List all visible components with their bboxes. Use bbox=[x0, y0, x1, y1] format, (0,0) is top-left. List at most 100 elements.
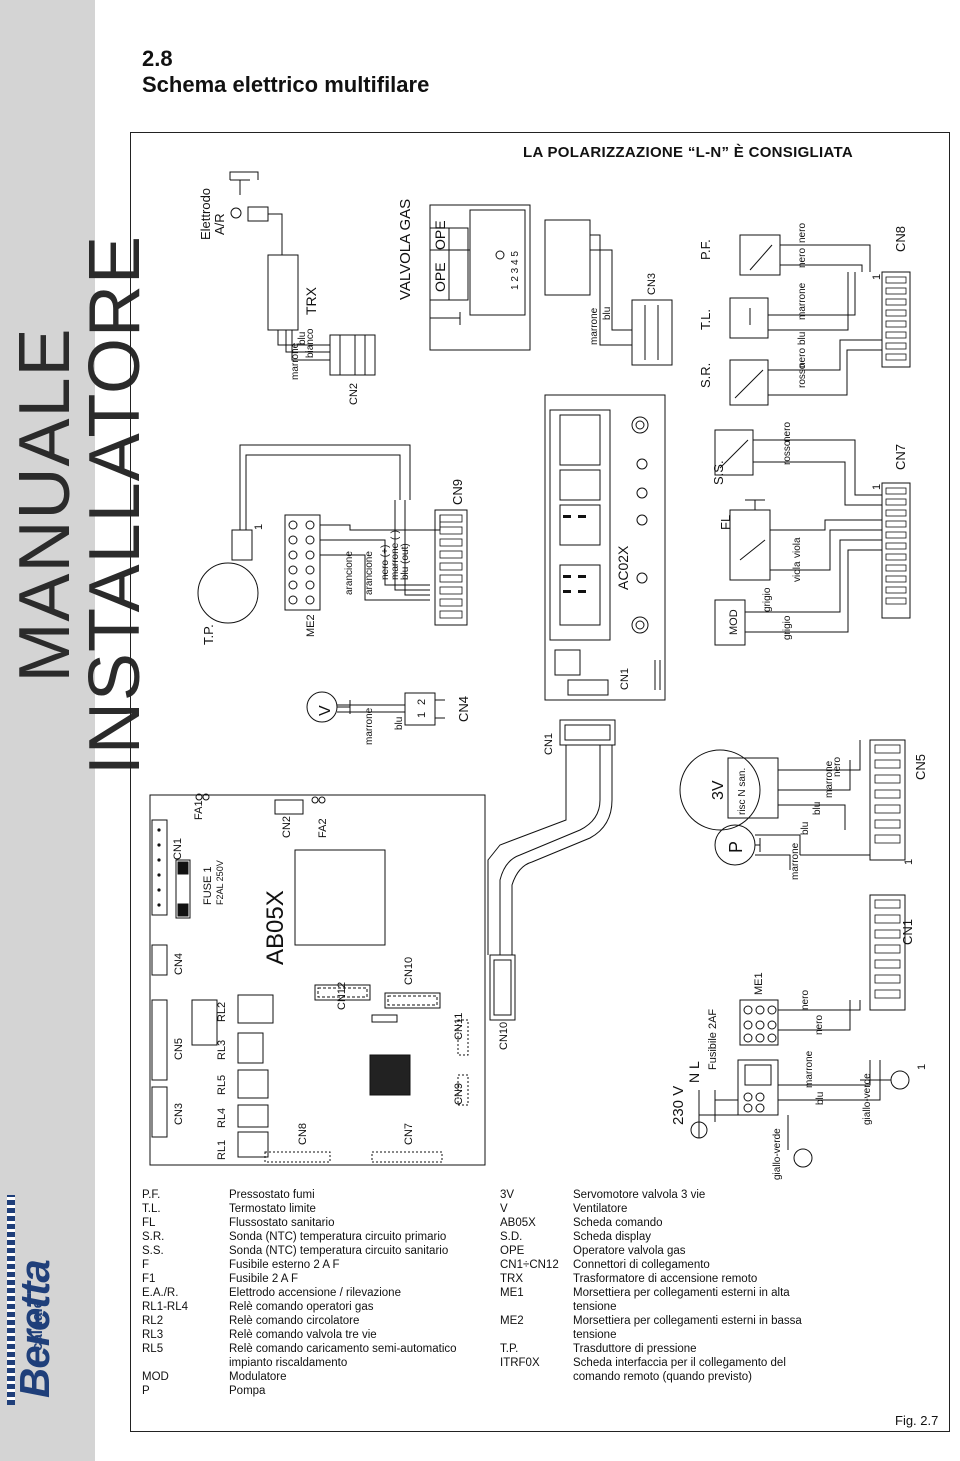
tl-label: T.L. bbox=[698, 309, 713, 330]
legend-value: Elettrodo accensione / rilevazione bbox=[229, 1287, 401, 1299]
cn8-pin-1: 1 bbox=[871, 274, 883, 280]
tl-wire-marrone: marrone bbox=[797, 282, 808, 320]
legend-value: Trasduttore di pressione bbox=[573, 1343, 697, 1355]
legend-value: Relè comando caricamento semi-automatico bbox=[229, 1343, 457, 1355]
legend-row: E.A./R. Elettrodo accensione / rilevazion… bbox=[142, 1286, 482, 1300]
cn8-board-label: CN8 bbox=[297, 1123, 309, 1145]
cn4-label: CN4 bbox=[173, 953, 185, 975]
fl-wire-viola-2: viola bbox=[792, 561, 803, 582]
legend-key: F bbox=[142, 1259, 150, 1271]
cn9-label: CN9 bbox=[450, 479, 465, 505]
legend-row: S.D.Scheda display bbox=[500, 1230, 830, 1244]
legend-row: comando remoto (quando previsto) bbox=[500, 1370, 830, 1384]
main-board-label: AB05X bbox=[262, 890, 289, 965]
legend-value: Fusibile esterno 2 A F bbox=[229, 1259, 340, 1271]
legend-value: tensione bbox=[573, 1329, 617, 1341]
legend-key: RL2 bbox=[142, 1315, 164, 1327]
me2-terminal-block bbox=[284, 514, 321, 611]
legend-key: F1 bbox=[142, 1273, 156, 1285]
cn10-board-label: CN10 bbox=[403, 957, 415, 985]
sr-label: S.R. bbox=[698, 363, 713, 388]
fan-pin-2: 2 bbox=[416, 699, 428, 705]
ope-label-1: OPE bbox=[432, 262, 448, 292]
pf-wire-nero-2: nero bbox=[797, 248, 808, 268]
legend-value: Scheda comando bbox=[573, 1217, 663, 1229]
3v-wire-blu: blu bbox=[812, 802, 823, 815]
legend-key: S.S. bbox=[142, 1245, 164, 1257]
legend-key: CN1÷CN12 bbox=[500, 1259, 559, 1271]
cn1-label: CN1 bbox=[172, 838, 184, 860]
wire-giallo-verde-2: giallo-verde bbox=[862, 1073, 873, 1125]
legend-value: Scheda interfaccia per il collegamento d… bbox=[573, 1357, 786, 1369]
legend-key: MOD bbox=[142, 1371, 169, 1383]
electrode-label-2: A/R bbox=[212, 213, 227, 235]
nl-label: N L bbox=[686, 1061, 702, 1083]
legend-key: FL bbox=[142, 1217, 156, 1229]
legend-key: E.A./R. bbox=[142, 1287, 179, 1299]
rl2-label: RL2 bbox=[216, 1002, 228, 1022]
legend-row: RL1-RL4 Relè comando operatori gas bbox=[142, 1300, 482, 1314]
cn5-board-label: CN5 bbox=[173, 1038, 185, 1060]
pump-label: P bbox=[726, 841, 746, 853]
fan-label: V bbox=[317, 705, 334, 716]
fuse-rating: F2AL 250V bbox=[215, 860, 225, 905]
valve-pins: 1 2 3 4 5 bbox=[510, 251, 521, 290]
wire-marrone-minus: marrone (-) bbox=[390, 530, 401, 580]
cn1-right-label: CN1 bbox=[900, 919, 915, 945]
diagram-frame bbox=[130, 132, 950, 1432]
cn1-connector bbox=[151, 819, 168, 916]
legend-value: Sonda (NTC) temperatura circuito primari… bbox=[229, 1231, 447, 1243]
legend-value: impianto riscaldamento bbox=[229, 1357, 348, 1369]
legend-row: S.S.Sonda (NTC) temperatura circuito san… bbox=[142, 1244, 482, 1258]
cn3-label: CN3 bbox=[646, 273, 658, 295]
me2-label: ME2 bbox=[305, 614, 317, 637]
3v-wire-marrone: marrone bbox=[824, 760, 835, 798]
cn12-label: CN12 bbox=[336, 982, 348, 1010]
legend-key: T.L. bbox=[142, 1203, 161, 1215]
cn7-board-label: CN7 bbox=[403, 1123, 415, 1145]
cn2-board-label: CN2 bbox=[281, 816, 293, 838]
rl4-label: RL4 bbox=[216, 1108, 228, 1128]
legend-value: Relè comando operatori gas bbox=[229, 1301, 374, 1313]
me1-wire-nero-2: nero bbox=[814, 1015, 825, 1035]
wire-nero-plus: nero (+) bbox=[380, 545, 391, 580]
cn1-display-label: CN1 bbox=[543, 733, 555, 755]
legend-row: F Fusibile esterno 2 A F bbox=[142, 1258, 482, 1272]
legend-value: Ventilatore bbox=[573, 1203, 628, 1215]
rl1-label: RL1 bbox=[216, 1140, 228, 1160]
mod-wire-grigio-2: grigio bbox=[782, 615, 793, 640]
fl-wire-viola-1: viola bbox=[792, 537, 803, 558]
legend-key: RL1-RL4 bbox=[142, 1301, 189, 1313]
legend-value: Scheda display bbox=[573, 1231, 651, 1243]
sidebar: MANUALE INSTALLATORE Beretta caldaie bbox=[0, 0, 155, 1461]
me1-wire-marrone: marrone bbox=[804, 1050, 815, 1088]
legend-key: TRX bbox=[500, 1273, 523, 1285]
cn7-pin-1: 1 bbox=[871, 484, 883, 490]
section-heading: 2.8 Schema elettrico multifilare bbox=[142, 46, 429, 98]
wire-arancione-2: arancione bbox=[364, 551, 375, 595]
legend-key: P.F. bbox=[142, 1189, 161, 1201]
cn3-board-label: CN3 bbox=[173, 1103, 185, 1125]
legend-row: tensione bbox=[500, 1328, 830, 1342]
brand-logo: Beretta caldaie bbox=[5, 1195, 65, 1410]
legend-value: Modulatore bbox=[229, 1371, 287, 1383]
tp-label: T.P. bbox=[201, 624, 216, 645]
trx-wire-bianco: bianco bbox=[305, 328, 316, 358]
legend-row: T.L.Termostato limite bbox=[142, 1202, 482, 1216]
tl-wire-blu: blu bbox=[797, 332, 808, 345]
legend-value: Relè comando valvola tre vie bbox=[229, 1329, 377, 1341]
me1-label: ME1 bbox=[753, 972, 765, 995]
legend-value: Morsettiera per collegamenti esterni in … bbox=[573, 1287, 790, 1299]
legend-key: RL5 bbox=[142, 1343, 164, 1355]
pump-wire-blu: blu bbox=[800, 822, 811, 835]
fa1-label: FA1 bbox=[193, 800, 205, 820]
logo-stripes bbox=[7, 1195, 15, 1405]
trx-wire-marrone: marrone bbox=[290, 342, 301, 380]
me1-wire-nero-1: nero bbox=[800, 990, 811, 1010]
